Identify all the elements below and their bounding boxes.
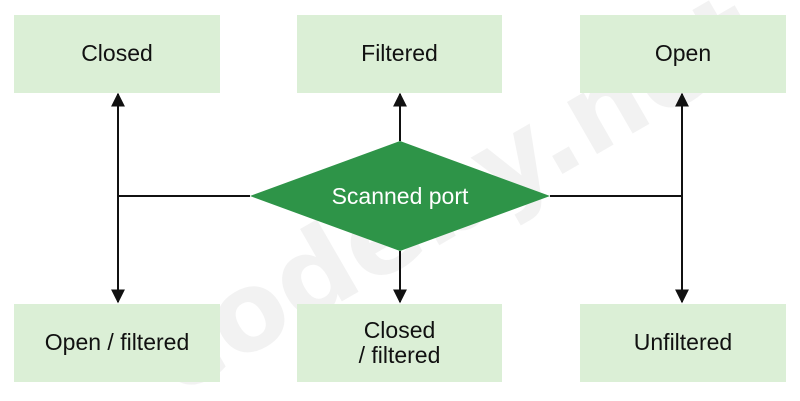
- scanned-port-diamond: [250, 141, 550, 251]
- state-box-filtered: Filtered: [297, 15, 502, 93]
- state-box-open-filtered: Open / filtered: [14, 304, 220, 382]
- scanned-port-label: Scanned port: [331, 182, 469, 209]
- state-box-open: Open: [580, 15, 786, 93]
- state-box-unfiltered: Unfiltered: [580, 304, 786, 382]
- state-box-closed-filtered: Closed / filtered: [297, 304, 502, 382]
- state-box-closed: Closed: [14, 15, 220, 93]
